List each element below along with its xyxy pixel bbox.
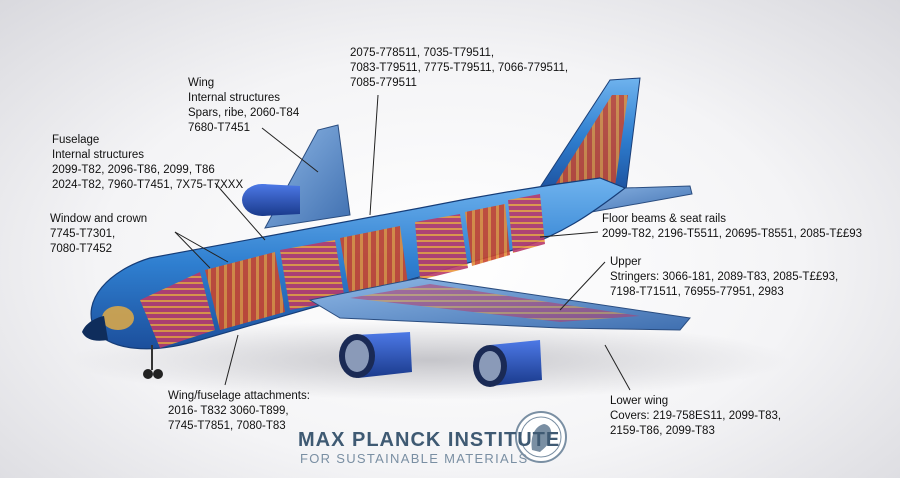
engine-outer [473, 340, 542, 387]
label-lower-wing-line2: Covers: 219-758ES11, 2099-T83, [610, 410, 782, 422]
label-upper-line1: 2075-778511, 7035-T79511, [350, 47, 495, 59]
label-lower-wing: Lower wing Covers: 219-758ES11, 2099-T83… [610, 394, 781, 439]
label-attach-title: Wing/fuselage attachments: [168, 390, 310, 402]
max-planck-seal [515, 411, 567, 463]
label-lower-wing-line3: 2159-T86, 2099-T83 [610, 425, 715, 437]
label-window-crown-line2: 7745-T7301, [50, 228, 116, 240]
tail-fin [534, 77, 641, 196]
label-wing: Wing Internal structures Spars, ribe, 20… [188, 76, 299, 136]
label-lower-wing-title: Lower wing [610, 395, 669, 407]
label-fuselage-title: Fuselage [52, 134, 100, 146]
near-wing [308, 277, 691, 331]
label-upper-line3: 7085-779511 [350, 77, 417, 89]
label-wing-line4: 7680-T7451 [188, 122, 251, 134]
logo-subtitle: FOR SUSTAINABLE MATERIALS [300, 451, 529, 466]
label-fuselage-line2: Internal structures [52, 149, 145, 161]
label-window-crown-title: Window and crown [50, 213, 148, 225]
logo-title: MAX PLANCK INSTITUTE [298, 429, 561, 451]
label-fuselage: Fuselage Internal structures 2099-T82, 2… [52, 133, 243, 193]
ground-shadow [70, 320, 790, 400]
label-floor-beams: Floor beams & seat rails 2099-T82, 2196-… [602, 212, 862, 242]
label-wing-title: Wing [188, 77, 215, 89]
label-wing-fuselage-attach: Wing/fuselage attachments: 2016- T832 30… [168, 389, 310, 434]
label-stringers-line2: Stringers: 3066-181, 2089-T83, 2085-T££9… [610, 271, 839, 283]
leader-lines [174, 94, 631, 391]
label-wing-line2: Internal structures [188, 92, 281, 104]
label-upper-line2: 7083-T79511, 7775-T79511, 7066-779511, [350, 62, 569, 74]
landing-gear [143, 345, 163, 379]
label-wing-line3: Spars, ribe, 2060-T84 [188, 107, 300, 119]
label-floor-beams-title: Floor beams & seat rails [602, 213, 726, 225]
label-upper-fuselage-alloys: 2075-778511, 7035-T79511, 7083-T79511, 7… [350, 46, 568, 91]
label-attach-line3: 7745-T7851, 7080-T83 [168, 420, 286, 432]
label-attach-line2: 2016- T832 3060-T899, [168, 405, 289, 417]
label-window-crown-line3: 7080-T7452 [50, 243, 113, 255]
fuselage [82, 177, 627, 350]
label-stringers-line3: 7198-T71511, 76955-77951, 2983 [610, 286, 784, 298]
label-stringers-title: Upper [610, 256, 642, 268]
label-floor-beams-line2: 2099-T82, 2196-T5511, 20695-T8551, 2085-… [602, 228, 863, 240]
label-fuselage-line4: 2024-T82, 7960-T7451, 7X75-T7XXX [52, 179, 244, 191]
label-window-crown: Window and crown 7745-T7301, 7080-T7452 [50, 212, 147, 257]
engine-inner [339, 332, 412, 378]
label-fuselage-line3: 2099-T82, 2096-T86, 2099, T86 [52, 164, 215, 176]
far-engine [242, 184, 300, 216]
label-upper-stringers: Upper Stringers: 3066-181, 2089-T83, 208… [610, 255, 838, 300]
